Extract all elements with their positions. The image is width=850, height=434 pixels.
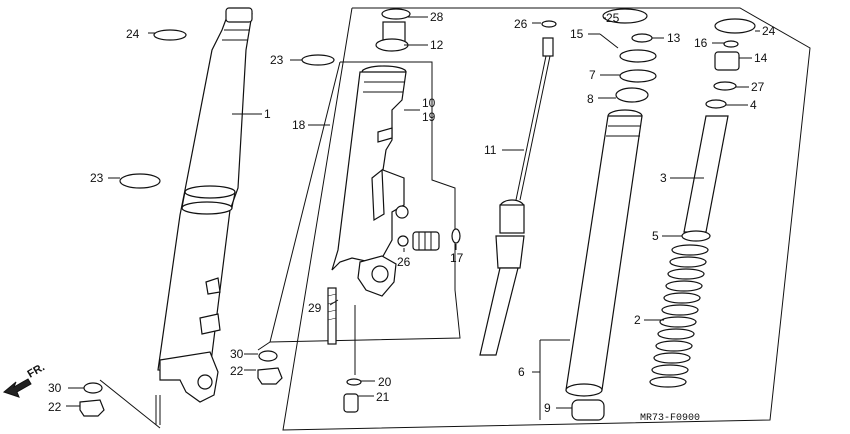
- callout-26-plug: 26: [397, 255, 411, 269]
- callout-8: 8: [587, 92, 594, 106]
- callout-30-center: 30: [230, 347, 244, 361]
- callout-23-upper: 23: [270, 53, 284, 67]
- callout-9: 9: [544, 401, 551, 415]
- callout-27: 27: [751, 80, 765, 94]
- callout-22-center: 22: [230, 364, 244, 378]
- callout-10: 10: [422, 96, 436, 110]
- seal-stack: [602, 8, 657, 103]
- callout-30-left: 30: [48, 381, 62, 395]
- spring-assembly: [649, 40, 740, 388]
- callout-18: 18: [292, 118, 306, 132]
- leader-lines: [66, 16, 760, 420]
- callout-3: 3: [660, 171, 667, 185]
- callout-6: 6: [518, 365, 525, 379]
- callout-12: 12: [430, 38, 444, 52]
- callout-13: 13: [667, 31, 681, 45]
- callout-1: 1: [264, 107, 271, 121]
- callout-labels: 24 1 23 23 18 10 19 28 12 26 11 26 17 29…: [48, 10, 776, 415]
- callout-24-left: 24: [126, 27, 140, 41]
- callout-28: 28: [430, 10, 444, 24]
- callout-16: 16: [694, 36, 708, 50]
- callout-17: 17: [450, 251, 464, 265]
- front-direction-label: FR.: [26, 361, 47, 380]
- callout-29: 29: [308, 301, 322, 315]
- small-hardware: [79, 228, 461, 417]
- callout-19: 19: [422, 110, 436, 124]
- callout-23-lower: 23: [90, 171, 104, 185]
- top-cap-parts: [375, 8, 557, 52]
- callout-11: 11: [484, 143, 497, 157]
- fork-spring: [649, 244, 709, 388]
- damper-rod: [479, 37, 554, 356]
- callout-14: 14: [754, 51, 768, 65]
- callout-15: 15: [570, 27, 584, 41]
- callout-4: 4: [750, 98, 757, 112]
- outer-fork-tube: [155, 7, 253, 425]
- diagram-code: MR73-F0900: [640, 413, 700, 424]
- callout-20: 20: [378, 375, 392, 389]
- front-direction-indicator: FR.: [2, 361, 47, 398]
- callout-21: 21: [376, 390, 390, 404]
- front-arrow-icon: [2, 378, 32, 398]
- callout-2: 2: [634, 313, 641, 327]
- callout-26-top: 26: [514, 17, 528, 31]
- inner-fork-tube: [565, 109, 643, 421]
- snap-rings: [119, 18, 756, 189]
- fork-slider-10: [331, 65, 409, 297]
- callout-7: 7: [589, 68, 596, 82]
- callout-25: 25: [606, 11, 620, 25]
- callout-24-right: 24: [762, 24, 776, 38]
- callout-5: 5: [652, 229, 659, 243]
- callout-22-left: 22: [48, 400, 62, 414]
